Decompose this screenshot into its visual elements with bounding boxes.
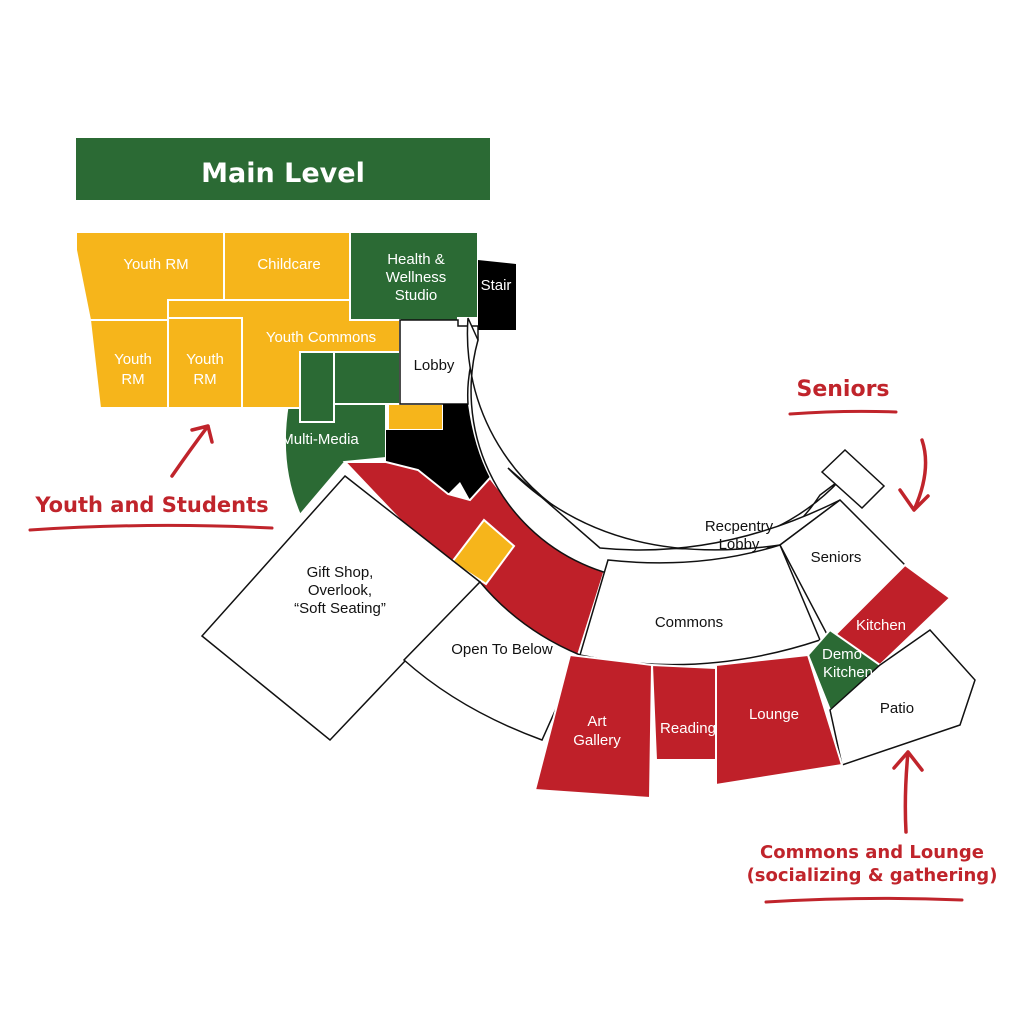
stair-block	[478, 260, 516, 330]
label-recpentry-1: Recpentry	[705, 518, 774, 535]
core-block	[386, 404, 490, 500]
label-stair: Stair	[481, 277, 512, 294]
label-reading: Reading	[660, 720, 716, 737]
label-youth-rm-2a: Youth	[114, 351, 152, 368]
label-open-below: Open To Below	[451, 641, 553, 658]
open-to-below-area	[402, 580, 581, 741]
label-health-3: Studio	[395, 287, 438, 304]
lounge-room[interactable]	[715, 653, 844, 787]
label-lounge: Lounge	[749, 706, 799, 723]
small-yellow-room	[387, 403, 444, 431]
annotation-youth: Youth and Students	[34, 493, 268, 517]
label-kitchen: Kitchen	[856, 617, 906, 634]
label-youth-rm-3a: Youth	[186, 351, 224, 368]
label-youth-rm-2b: RM	[121, 371, 144, 388]
title-banner	[76, 138, 490, 200]
label-gift-2: Overlook,	[308, 582, 372, 599]
commons-room[interactable]	[579, 544, 822, 666]
label-art-2: Gallery	[573, 732, 621, 749]
arrow-commons-icon	[892, 750, 924, 834]
label-youth-commons: Youth Commons	[266, 329, 376, 346]
page-title: Main Level	[201, 158, 365, 189]
annotation-commons-1: Commons and Lounge	[760, 842, 984, 863]
small-green-room-2	[333, 351, 401, 405]
recpentry-annex	[820, 448, 886, 510]
label-demo-1: Demo	[822, 646, 862, 663]
label-commons: Commons	[655, 614, 723, 631]
label-patio: Patio	[880, 700, 914, 717]
underline-youth	[28, 523, 274, 532]
annotation-seniors: Seniors	[796, 377, 889, 402]
label-lobby: Lobby	[414, 357, 455, 374]
small-yellow-room-2	[450, 518, 516, 586]
gift-shop-room[interactable]	[200, 474, 482, 742]
arrow-youth-icon	[170, 424, 214, 478]
label-gift-1: Gift Shop,	[307, 564, 374, 581]
arrow-seniors-icon	[898, 438, 930, 512]
label-recpentry-2: Lobby	[719, 536, 760, 553]
label-demo-2: Kitchen	[823, 664, 873, 681]
label-health-2: Wellness	[386, 269, 447, 286]
small-green-room-1	[299, 351, 335, 423]
label-childcare: Childcare	[257, 256, 320, 273]
reading-room[interactable]	[650, 663, 717, 761]
label-health-1: Health &	[387, 251, 445, 268]
label-multi-media: Multi-Media	[281, 431, 359, 448]
corridor-ring	[466, 317, 841, 582]
label-art-1: Art	[587, 713, 607, 730]
label-seniors: Seniors	[811, 549, 862, 566]
label-youth-rm-3b: RM	[193, 371, 216, 388]
underline-seniors	[788, 409, 898, 416]
label-youth-rm: Youth RM	[123, 256, 188, 273]
annotation-commons-2: (socializing & gathering)	[747, 865, 998, 886]
art-gallery-room[interactable]	[533, 653, 654, 800]
label-gift-3: “Soft Seating”	[294, 600, 386, 617]
underline-commons	[764, 896, 964, 904]
